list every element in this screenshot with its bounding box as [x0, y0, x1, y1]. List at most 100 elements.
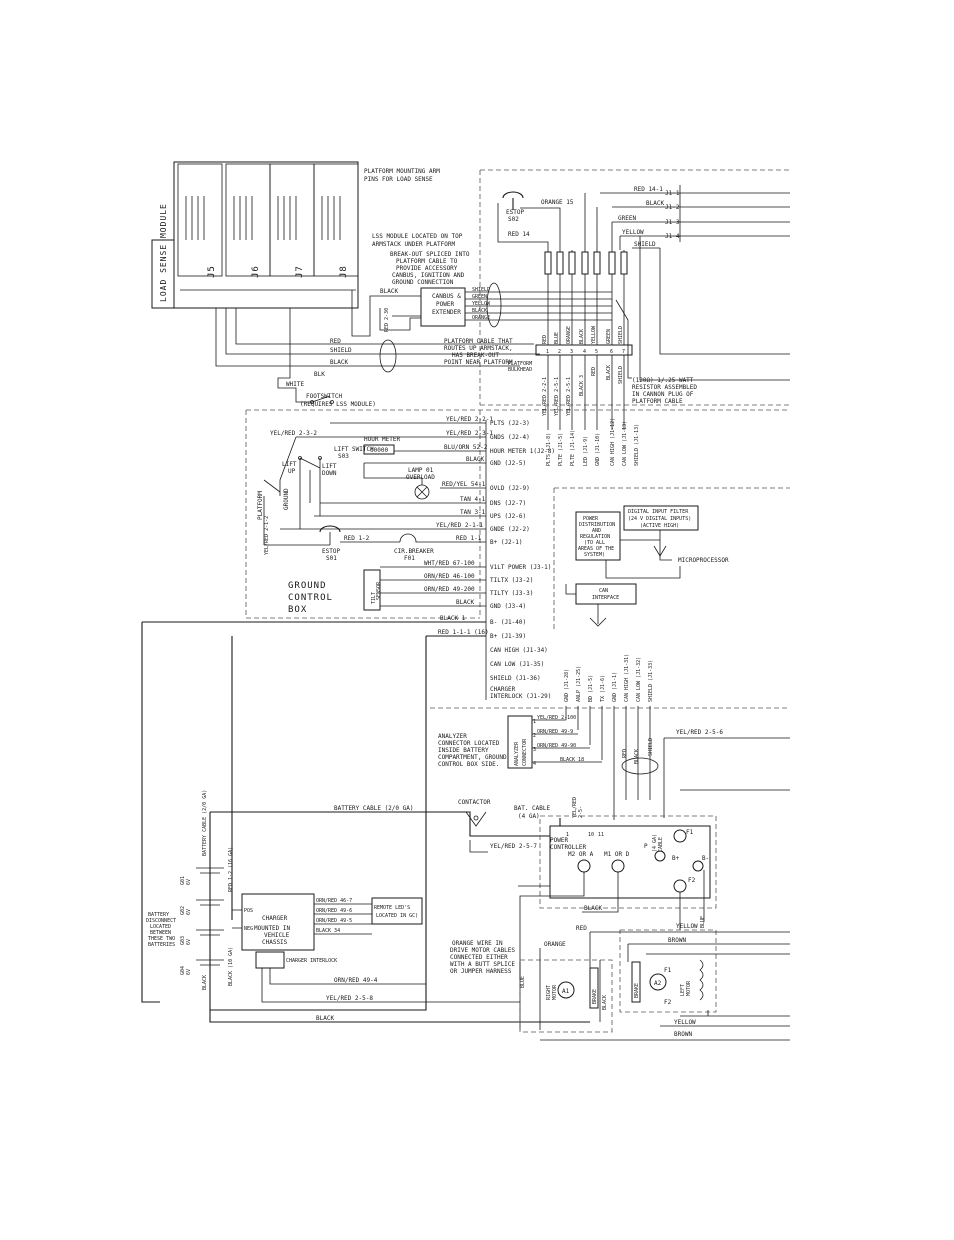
- an-pin-4: 4: [533, 761, 536, 767]
- yelred-25-b: 2-5-: [578, 806, 584, 818]
- an-wire-1: YEL/RED 2-100: [537, 715, 576, 721]
- estop-s01-2: S01: [326, 555, 337, 562]
- resistor-note-3: IN CANNON PLUG OF: [632, 391, 694, 398]
- battery-left-2: RED 1-2 (16 GA): [228, 847, 234, 892]
- motor-wire-red: RED: [576, 925, 587, 932]
- analyzer-note-4: COMPARTMENT, GROUND: [438, 754, 507, 761]
- breaker-1: CIR.BREAKER: [394, 548, 434, 555]
- gcb-pin-1: PLTS (J2-3): [490, 420, 530, 427]
- block-filter-3: (ACTIVE HIGH): [640, 523, 679, 529]
- block-filter-2: (24 V DIGITAL INPUTS): [628, 516, 691, 522]
- gcb-wire-10: RED 1-2: [344, 535, 370, 542]
- pc-below-3: YEL/RED 2-5-1: [566, 377, 572, 416]
- analyzer-note-1: ANALYZER: [438, 733, 467, 740]
- battery-code-3: G03: [180, 936, 186, 945]
- motor-wire-orange: ORANGE: [544, 941, 566, 948]
- pc-below-5: RED: [591, 367, 597, 376]
- pc-wire-red: RED: [622, 749, 628, 758]
- pc-color-5: YELLOW: [591, 325, 597, 344]
- connector-j8: J8: [339, 265, 349, 278]
- connector-j6: J6: [251, 265, 261, 278]
- pc-note-3: HAS BREAK-OUT: [452, 352, 499, 359]
- vl-top-8: SHIELD (J1-13): [634, 424, 640, 466]
- hour-meter-code: 00000: [370, 447, 388, 454]
- breakout-note-1: BREAK-OUT SPLICED INTO: [390, 251, 470, 258]
- motor-wire-brown: BROWN: [668, 937, 686, 944]
- j1-pin-charger: CHARGER: [490, 686, 516, 693]
- gcb-wire-11: WHT/RED 67-100: [424, 560, 475, 567]
- gcb-wire-8: YEL/RED 2-1-1: [436, 522, 483, 529]
- motor-wire-blue-2: BLUE: [700, 916, 706, 928]
- an-wire-2: ORN/RED 49-9: [537, 729, 573, 735]
- j1-pin-shield: SHIELD (J1-36): [490, 675, 541, 682]
- fs-wire-shield: SHIELD: [330, 347, 352, 354]
- brake-right: BRAKE: [592, 989, 598, 1004]
- gcb-pin-12: TILTY (J3-3): [490, 590, 533, 597]
- j1-pin-canh: CAN HIGH (J1-34): [490, 647, 548, 654]
- bottom-wire-3: BLACK: [316, 1015, 334, 1022]
- analyzer-note-2: CONNECTOR LOCATED: [438, 740, 500, 747]
- cable-4ga-1: (4 GA): [652, 834, 658, 852]
- disconnect-6: BATTERIES: [148, 942, 175, 948]
- canbus-label-2: POWER: [436, 301, 454, 308]
- an-pin-1: 1: [533, 719, 536, 725]
- canbus-extender: CANBUS & POWER EXTENDER BREAK-OUT SPLICE…: [390, 251, 612, 328]
- footswitch-label-1: FOOTSWITCH: [306, 393, 343, 400]
- gcb-yelred-212: YEL/RED 2-1-2: [264, 516, 270, 555]
- gcb-wire-12: ORN/RED 46-100: [424, 573, 475, 580]
- fs-red-wire: RED 2-30: [384, 308, 390, 332]
- gcb-pin-10: V1LT POWER (J3-1): [490, 564, 551, 571]
- footswitch: RED SHIELD BLACK BLK WHITE FOOTSWITCH (R…: [215, 288, 540, 408]
- an-wire-4: BLACK 18: [560, 757, 584, 763]
- bulkhead-1: PLATFORM: [508, 361, 532, 367]
- lamp-label-1: LAMP 01: [408, 467, 434, 474]
- block-filter-1: DIGITAL INPUT FILTER: [628, 509, 689, 515]
- gcb-wire-2: YEL/RED 2-3-1: [446, 430, 493, 437]
- rc-pin-2: J1-2: [665, 204, 680, 211]
- j1-pin-b-: B- (J1-40): [490, 619, 526, 626]
- power-controller-2: CONTROLLER: [550, 844, 587, 851]
- j1-pin-interlock: INTERLOCK (J1-29): [490, 693, 551, 700]
- fs-wire-red: RED: [330, 338, 341, 345]
- disconnect-2: DISCONNECT: [146, 918, 176, 924]
- estop-s02-red: RED 14: [508, 231, 530, 238]
- pc-color-2: BLUE: [554, 332, 560, 344]
- gcb-title-1: GROUND: [288, 581, 327, 591]
- right-motor-1: RIGHT: [546, 985, 552, 1000]
- remote-leds-1: REMOTE LED'S: [374, 905, 410, 911]
- pc-note-2: ROUTES UP ARMSTACK,: [444, 345, 513, 352]
- pc-below-6: BLACK: [606, 365, 612, 380]
- load-sense-title: LOAD SENSE MODULE: [159, 203, 168, 302]
- j1-pin-b+: B+ (J1-39): [490, 633, 526, 640]
- brake-left: BRAKE: [634, 983, 640, 998]
- right-motor-a: A1: [562, 988, 570, 995]
- fs-black-top: BLACK: [380, 288, 398, 295]
- lift-up-2: UP: [288, 468, 296, 475]
- pc-note-1: PLATFORM CABLE THAT: [444, 338, 513, 345]
- term-f2: F2: [688, 877, 696, 884]
- analyzer-note-5: CONTROL BOX SIDE.: [438, 761, 499, 768]
- block-power-7: SYSTEM): [584, 552, 605, 558]
- connector-j5: J5: [207, 265, 217, 278]
- footswitch-label-2: (REQUIRES LSS MODULE): [300, 401, 376, 408]
- battery-code-4: G04: [180, 966, 186, 975]
- gcb-wire-14: BLACK: [456, 599, 474, 606]
- rc-wire-yellow: YELLOW: [622, 229, 644, 236]
- vl-a-6: CAN HIGH (J1-31): [624, 654, 630, 702]
- pc-pin-1: 1: [546, 349, 549, 355]
- gcb-title-3: BOX: [288, 605, 307, 615]
- gcb-pin-2: GNDS (J2-4): [490, 434, 530, 441]
- term-m2: M2 OR A: [568, 851, 594, 858]
- canbus-wire-black: BLACK: [472, 308, 487, 314]
- yelred-257: YEL/RED 2-5-7: [490, 843, 537, 850]
- power-controller-1: POWER: [550, 837, 568, 844]
- vl-a-7: CAN LOW (J1-32): [636, 657, 642, 702]
- ctrl-pin-11: 11: [598, 832, 604, 838]
- ctrl-pin-10: 10: [588, 832, 594, 838]
- right-connector: RED 14-1 BLACK GREEN YELLOW SHIELD J1-1 …: [584, 185, 790, 381]
- block-power-5: (TO ALL: [584, 540, 605, 546]
- canbus-wire-green: GREEN: [472, 294, 487, 300]
- pc-pin-4: 4: [583, 349, 586, 355]
- analyzer-label-1: ANALYZER: [514, 741, 520, 766]
